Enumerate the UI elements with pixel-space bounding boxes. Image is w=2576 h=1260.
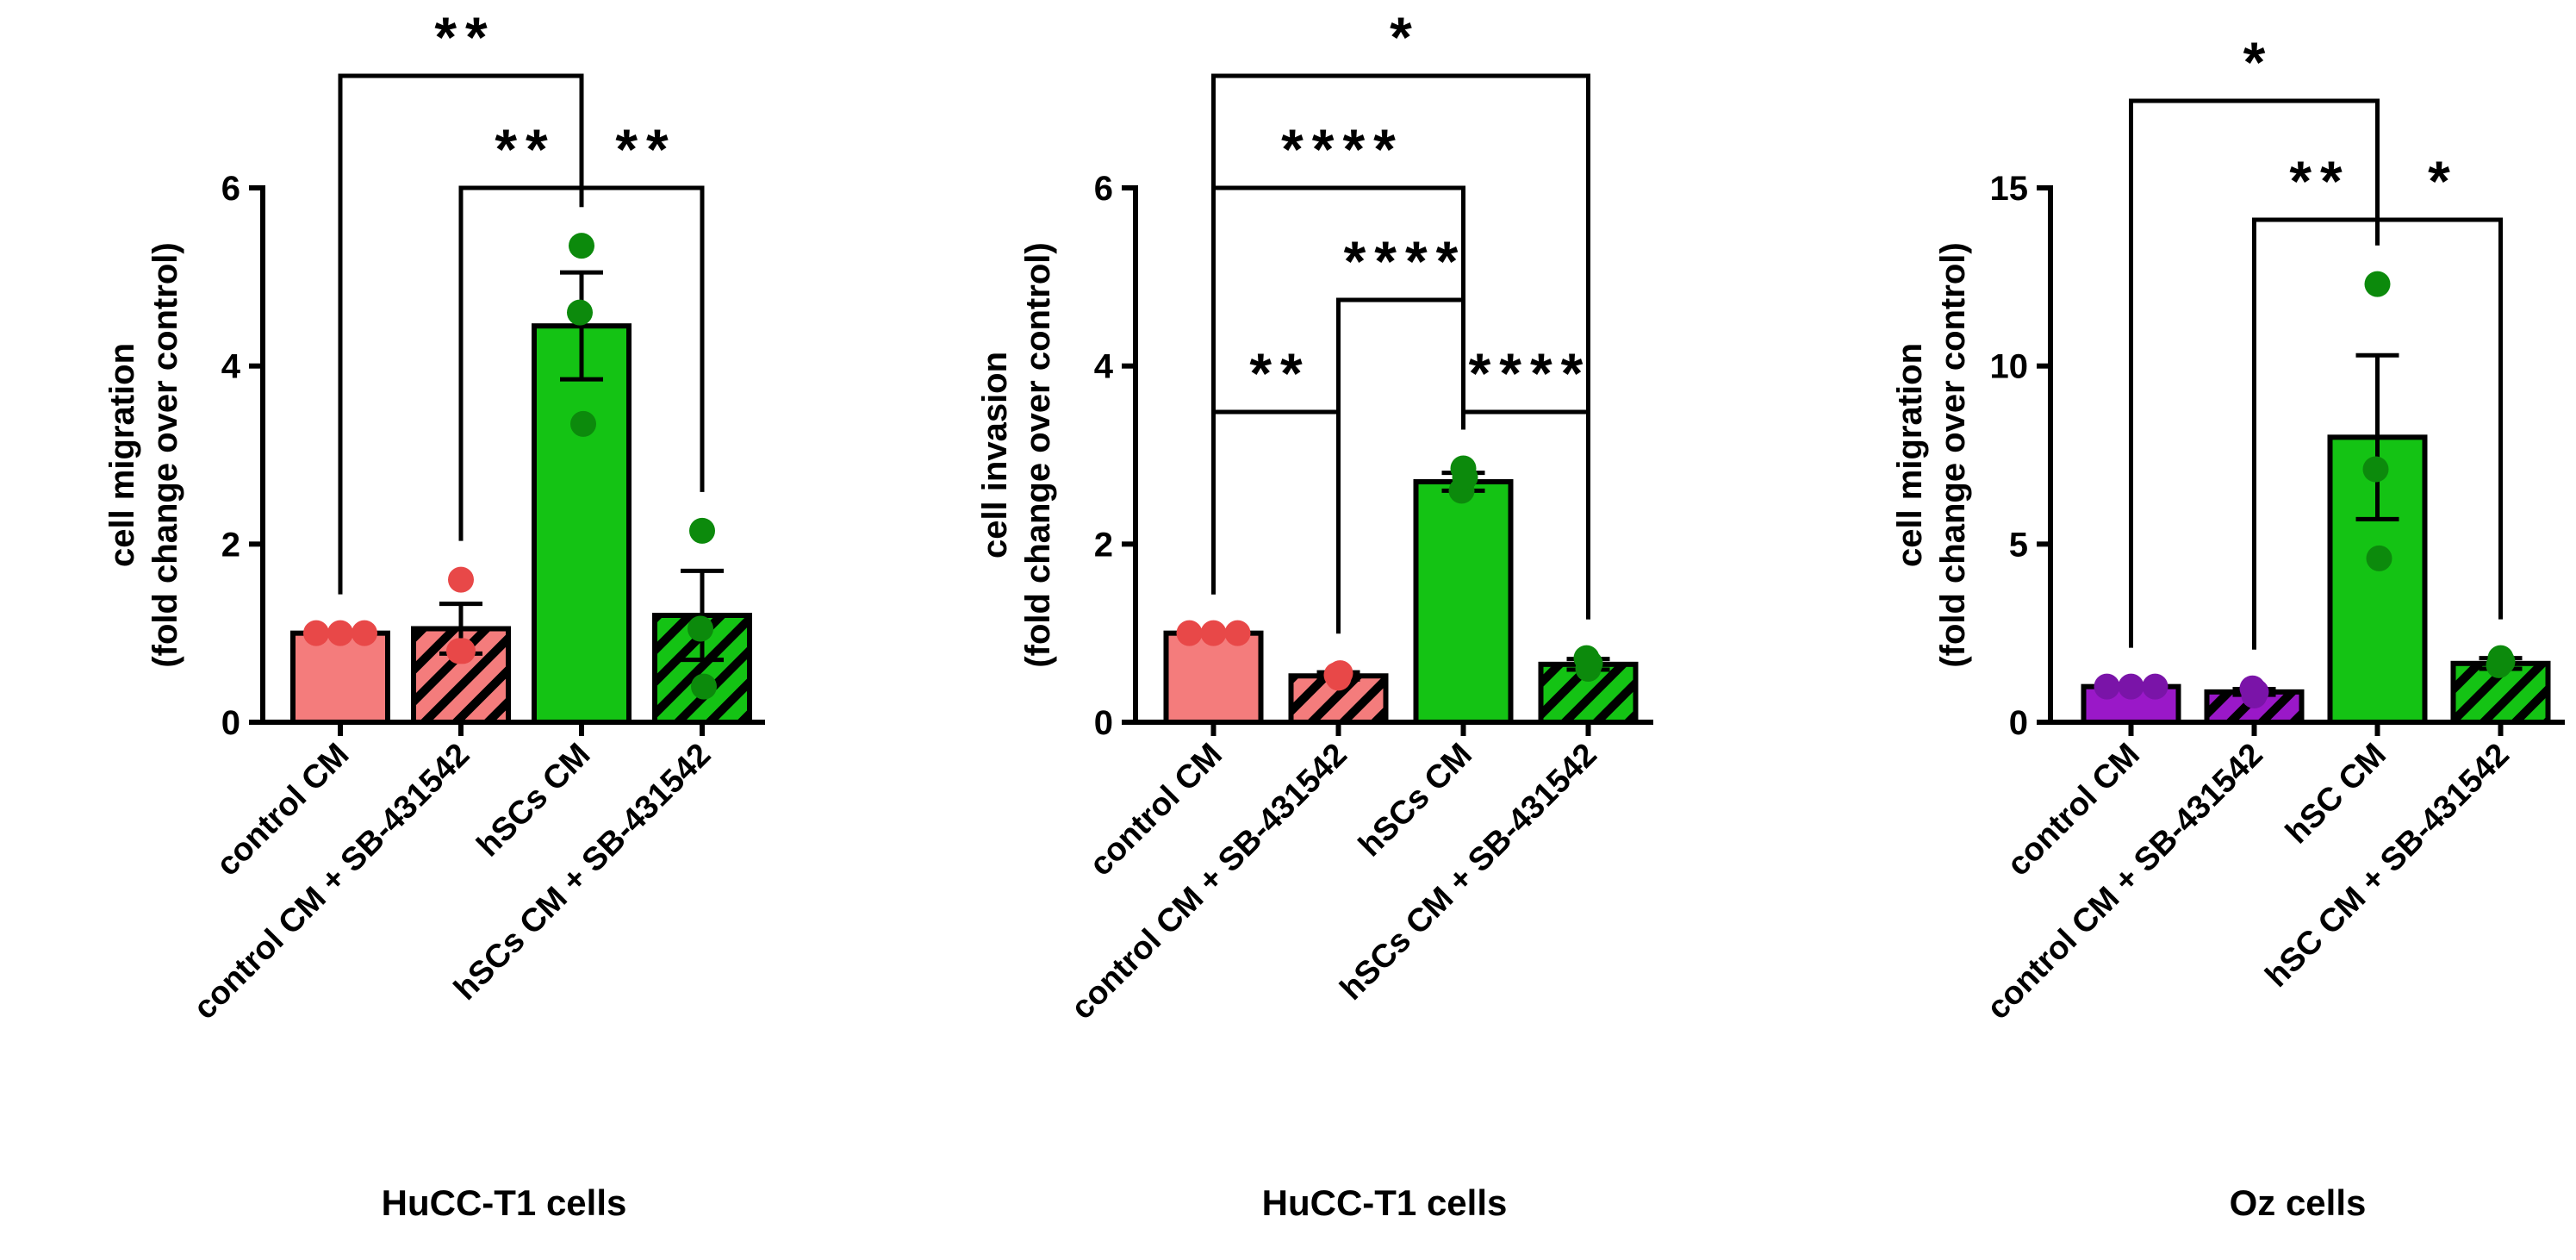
significance-label: ** — [2289, 149, 2350, 213]
bar-1 — [290, 630, 390, 726]
data-point — [1200, 620, 1227, 646]
data-point — [2118, 673, 2144, 700]
significance-label: ** — [1249, 341, 1310, 405]
y-tick-label: 5 — [2009, 526, 2028, 564]
data-point — [2094, 673, 2120, 700]
data-point — [2243, 678, 2269, 705]
data-point — [2362, 456, 2389, 483]
significance-label: * — [2243, 30, 2274, 94]
y-axis-title: cell migration(fold change over control) — [1891, 242, 1972, 667]
y-tick-label: 0 — [2009, 704, 2028, 742]
data-point — [2142, 673, 2168, 700]
bar-3 — [532, 323, 632, 725]
significance-bracket: * — [1211, 5, 1590, 620]
category-label: hSCs CM + SB-431542 — [447, 737, 718, 1007]
data-point — [2364, 271, 2391, 297]
y-tick-label: 2 — [221, 526, 240, 564]
y-tick-label: 10 — [1990, 348, 2029, 386]
y-tick-label: 4 — [1094, 348, 1114, 386]
bracket-line — [2375, 217, 2503, 620]
y-axis-title-line: cell invasion — [976, 352, 1014, 558]
data-point — [450, 638, 476, 664]
bracket-line — [1211, 409, 1341, 634]
error-bar-3 — [2355, 352, 2399, 521]
bar-3 — [1413, 479, 1514, 725]
significance-label: * — [1390, 5, 1421, 69]
y-tick-label: 0 — [1094, 704, 1113, 742]
data-point — [448, 566, 474, 593]
data-point — [1327, 660, 1353, 687]
y-axis-title-line: cell migration — [103, 343, 141, 567]
data-point — [688, 615, 713, 642]
bracket-line — [1461, 409, 1590, 620]
bracket-line — [579, 185, 705, 492]
y-axis-title-line: cell migration — [1891, 343, 1929, 567]
bracket-line — [2129, 98, 2380, 648]
y-tick-label: 6 — [1094, 170, 1113, 208]
data-point — [1176, 620, 1203, 646]
data-point — [352, 620, 377, 646]
significance-label: ** — [434, 5, 495, 69]
data-point — [303, 620, 329, 646]
data-point — [2366, 545, 2392, 571]
significance-label: ** — [495, 117, 556, 181]
significance-bracket: * — [2375, 149, 2503, 620]
data-point — [327, 620, 353, 646]
significance-bracket: ** — [1211, 341, 1341, 634]
y-axis-title-line: (fold change over control) — [1934, 242, 1972, 667]
y-tick-label: 4 — [221, 348, 241, 386]
bracket-line — [338, 73, 584, 595]
category-label: hSC CM + SB-431542 — [2259, 737, 2517, 995]
y-tick-label: 15 — [1990, 170, 2029, 208]
x-axis-title: Oz cells — [2230, 1182, 2367, 1223]
significance-bracket: * — [2129, 30, 2380, 648]
data-point — [691, 673, 717, 700]
category-label: hSC CM — [2279, 737, 2393, 851]
data-point — [2489, 648, 2516, 675]
y-tick-label: 6 — [221, 170, 240, 208]
bar-1 — [1163, 630, 1264, 726]
category-label: hSCs CM — [1352, 737, 1479, 864]
data-point — [1224, 620, 1251, 646]
significance-bracket: ** — [579, 117, 705, 492]
significance-label: * — [2428, 149, 2459, 213]
significance-bracket: **** — [1461, 341, 1592, 620]
data-point — [570, 410, 596, 437]
significance-bracket: ** — [2252, 149, 2380, 650]
significance-label: **** — [1469, 341, 1592, 405]
significance-bracket: ** — [338, 5, 584, 595]
data-point — [689, 517, 715, 544]
category-label: hSCs CM + SB-431542 — [1334, 737, 1604, 1007]
data-point — [1452, 464, 1478, 490]
data-point — [567, 299, 593, 326]
data-point — [569, 233, 594, 259]
significance-label: **** — [1344, 229, 1467, 293]
y-axis-title-line: (fold change over control) — [1019, 242, 1057, 667]
y-tick-label: 0 — [221, 704, 240, 742]
significance-label: **** — [1281, 117, 1404, 181]
significance-label: ** — [615, 117, 676, 181]
x-axis-title: HuCC-T1 cells — [1262, 1182, 1508, 1223]
error-bar-3 — [560, 270, 603, 382]
x-axis-title: HuCC-T1 cells — [382, 1182, 627, 1223]
y-tick-label: 2 — [1094, 526, 1113, 564]
y-axis-title-line: (fold change over control) — [146, 242, 184, 667]
data-point — [1577, 650, 1603, 677]
error-bar-4 — [681, 568, 724, 663]
y-axis-title: cell invasion(fold change over control) — [976, 242, 1057, 667]
y-axis-title: cell migration(fold change over control) — [103, 242, 184, 667]
category-label: hSCs CM — [470, 737, 598, 864]
